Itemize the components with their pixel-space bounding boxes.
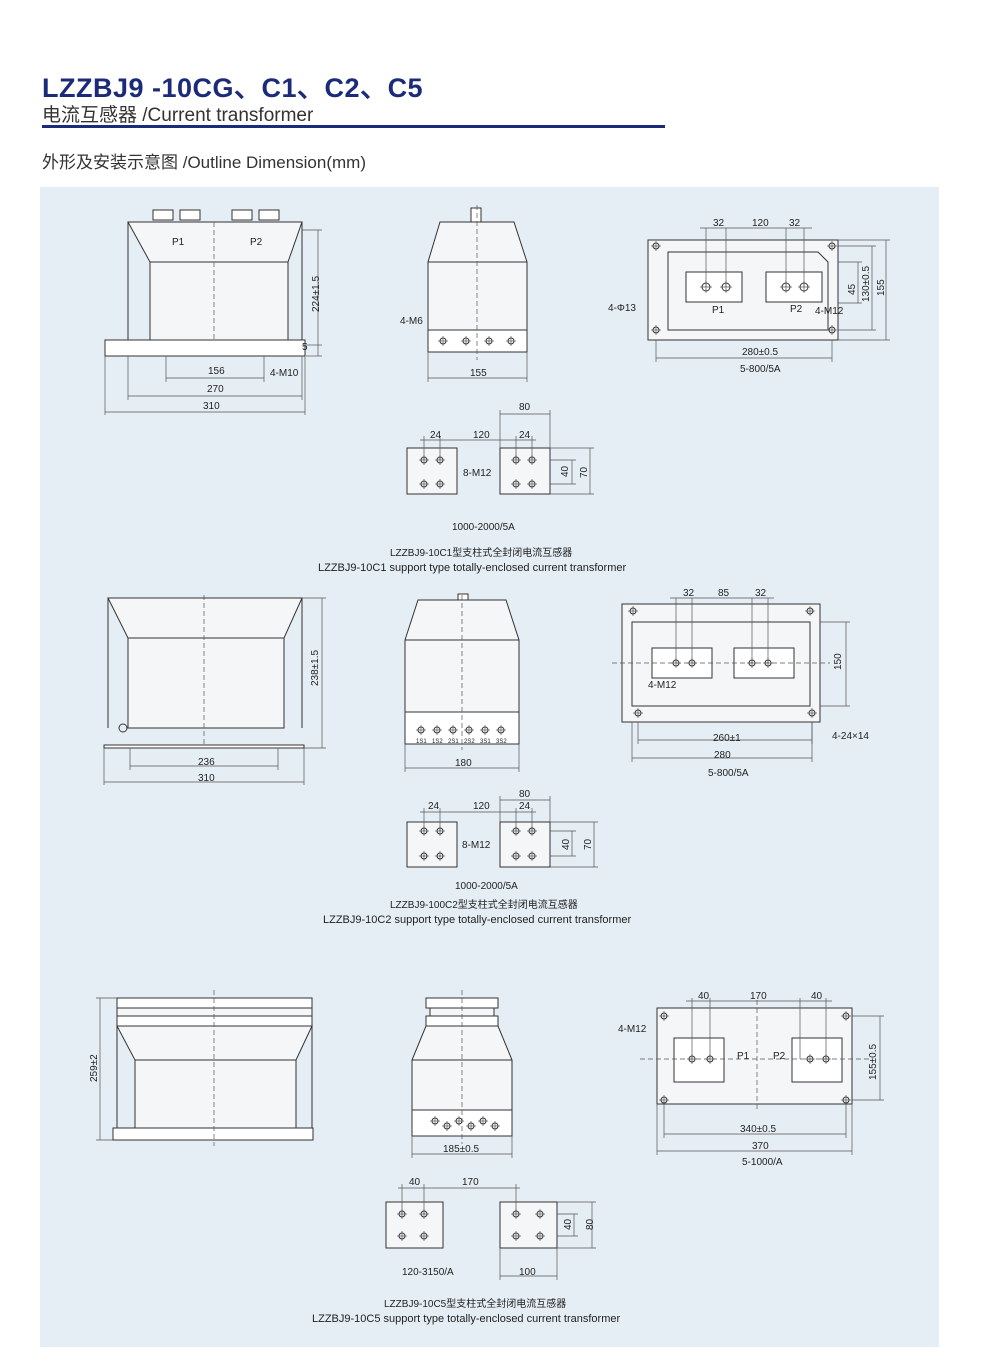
c1-side-d155: 155 — [470, 368, 487, 379]
c2-front-d236: 236 — [198, 757, 215, 768]
c2-terminal-detail: 80 24 120 24 8-M12 40 70 1000-2000/5A — [406, 789, 598, 892]
c2-top-d280: 280 — [714, 750, 731, 761]
c2-term-1s1: 1S1 — [416, 739, 427, 745]
c5-term-d100: 100 — [519, 1267, 536, 1278]
c1-top-phi: 4-Φ13 — [608, 303, 636, 314]
c2-top-d32b: 32 — [755, 588, 767, 599]
c1-top-d130: 130±0.5 — [861, 265, 872, 302]
c5-top-d170: 170 — [750, 991, 767, 1002]
c1-front-p2: P2 — [250, 237, 263, 248]
c2-term-d120: 120 — [473, 801, 490, 812]
c1-side-m6: 4-M6 — [400, 316, 423, 327]
c5-side-view: 185±0.5 — [411, 990, 513, 1158]
c1-front-d5: 5 — [302, 342, 308, 353]
c5-top-p2: P2 — [773, 1051, 786, 1062]
c2-term-d70: 70 — [583, 838, 594, 850]
c2-term-d80: 80 — [519, 789, 531, 800]
c5-top-rating: 5-1000/A — [742, 1157, 783, 1168]
c5-term-d170: 170 — [462, 1177, 479, 1188]
c2-caption-en: LZZBJ9-10C2 support type totally-enclose… — [323, 914, 631, 926]
c2-term-3s2: 3S2 — [496, 739, 507, 745]
c1-term-rating: 1000-2000/5A — [452, 522, 515, 533]
c1-front-view: P1 P2 224±1.5 5 156 4-M10 270 310 — [104, 209, 322, 415]
c5-term-d40: 40 — [409, 1177, 421, 1188]
c5-term-d80: 80 — [585, 1218, 596, 1230]
c2-term-2s2: 2S2 — [464, 739, 475, 745]
c2-front-height: 238±1.5 — [310, 649, 321, 686]
c1-caption-en: LZZBJ9-10C1 support type totally-enclose… — [318, 562, 626, 574]
c5-top-view: 40 170 40 4-M12 P1 P2 155±0.5 340±0.5 37… — [618, 991, 884, 1168]
c2-top-d260: 260±1 — [713, 733, 741, 744]
c2-term-d40: 40 — [561, 838, 572, 850]
c1-term-d24a: 24 — [430, 430, 442, 441]
c5-caption-en: LZZBJ9-10C5 support type totally-enclose… — [312, 1313, 620, 1325]
c1-term-d24b: 24 — [519, 430, 531, 441]
c1-term-d120: 120 — [473, 430, 490, 441]
c1-top-d280: 280±0.5 — [742, 347, 779, 358]
c2-caption-cn: LZZBJ9-100C2型支柱式全封闭电流互感器 — [390, 898, 578, 911]
c5-top-d40b: 40 — [811, 991, 823, 1002]
c1-term-d70: 70 — [579, 466, 590, 478]
c1-top-rating: 5-800/5A — [740, 364, 781, 375]
c2-term-3s1: 3S1 — [480, 739, 491, 745]
section-heading: 外形及安装示意图 /Outline Dimension(mm) — [42, 153, 366, 172]
c1-top-d45: 45 — [847, 283, 858, 295]
c5-top-d340: 340±0.5 — [740, 1124, 777, 1135]
c2-top-d32a: 32 — [683, 588, 695, 599]
title-rule — [42, 125, 665, 128]
c2-top-rating: 5-800/5A — [708, 768, 749, 779]
c2-front-view: 238±1.5 236 310 — [103, 595, 326, 785]
c5-term-d40v: 40 — [563, 1218, 574, 1230]
c5-caption-cn: LZZBJ9-10C5型支柱式全封闭电流互感器 — [384, 1297, 566, 1310]
c1-top-m12: 4-M12 — [815, 306, 844, 317]
c2-top-slot: 4-24×14 — [832, 731, 869, 742]
c1-side-view: 4-M6 155 — [400, 205, 528, 382]
c1-terminal-detail: 80 24 120 24 8-M12 40 70 1000-2000/5A — [406, 402, 594, 533]
c2-top-d85: 85 — [718, 588, 730, 599]
c5-side-d185: 185±0.5 — [443, 1144, 480, 1155]
c2-term-2s1: 2S1 — [448, 739, 459, 745]
c5-front-height: 259±2 — [89, 1054, 100, 1082]
page-subtitle: 电流互感器 /Current transformer — [42, 105, 314, 126]
c1-front-d270: 270 — [207, 384, 224, 395]
c1-top-d120: 120 — [752, 218, 769, 229]
c1-top-d32a: 32 — [713, 218, 725, 229]
c1-top-d32b: 32 — [789, 218, 801, 229]
c1-front-d310: 310 — [203, 401, 220, 412]
c2-front-d310: 310 — [198, 773, 215, 784]
c2-term-m12: 8-M12 — [462, 840, 491, 851]
c5-front-view: 259±2 — [89, 990, 314, 1146]
c2-top-view: 32 85 32 4-M12 150 260±1 280 4-24×14 5-8… — [612, 588, 869, 779]
c2-term-rating: 1000-2000/5A — [455, 881, 518, 892]
c5-top-d40a: 40 — [698, 991, 710, 1002]
c1-term-m12: 8-M12 — [463, 468, 492, 479]
c1-caption-cn: LZZBJ9-10C1型支柱式全封闭电流互感器 — [390, 546, 572, 559]
c2-top-d150: 150 — [833, 653, 844, 670]
c5-term-rating: 120-3150/A — [402, 1267, 454, 1278]
c1-top-p1: P1 — [712, 305, 725, 316]
c1-front-m10: 4-M10 — [270, 368, 299, 379]
c5-terminal-detail: 40 170 40 80 120-3150/A 100 — [385, 1177, 596, 1280]
c5-top-m12: 4-M12 — [618, 1024, 647, 1035]
c2-term-1s2: 1S2 — [432, 739, 443, 745]
c1-front-d156: 156 — [208, 366, 225, 377]
c1-term-d80: 80 — [519, 402, 531, 413]
c2-side-view: 1S1 1S2 2S1 2S2 3S1 3S2 180 — [404, 593, 520, 772]
c5-top-p1: P1 — [737, 1051, 750, 1062]
c2-top-m12: 4-M12 — [648, 680, 677, 691]
c1-front-p1: P1 — [172, 237, 185, 248]
c5-top-d155: 155±0.5 — [868, 1043, 879, 1080]
c1-top-d155: 155 — [876, 279, 887, 296]
c5-top-d370: 370 — [752, 1141, 769, 1152]
c2-term-d24a: 24 — [428, 801, 440, 812]
c1-term-d40: 40 — [560, 465, 571, 477]
c1-top-p2: P2 — [790, 304, 803, 315]
c2-side-d180: 180 — [455, 758, 472, 769]
c2-term-d24b: 24 — [519, 801, 531, 812]
c1-top-view: 32 120 32 4-Φ13 P1 P2 4-M12 45 130±0.5 1… — [608, 218, 890, 375]
c1-front-height: 224±1.5 — [311, 275, 322, 312]
page-title: LZZBJ9 -10CG、C1、C2、C5 — [42, 73, 424, 103]
